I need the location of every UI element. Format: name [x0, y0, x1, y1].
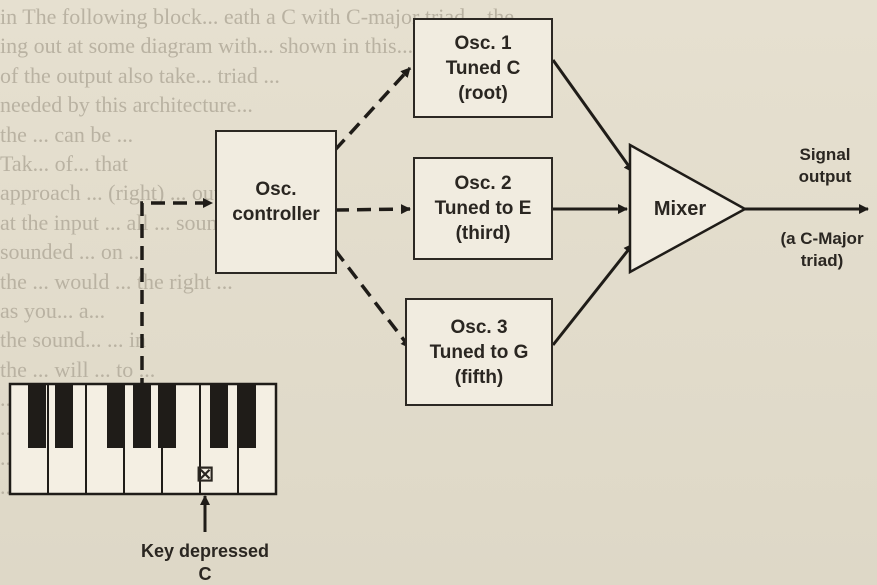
output-line-1: Signal	[778, 144, 872, 166]
output-line-3: (a C-Major	[770, 228, 874, 250]
black-key	[55, 384, 73, 448]
key-label-line-1: Key depressed	[125, 540, 285, 563]
signal-output-label: Signal output	[778, 144, 872, 188]
osc2-box: Osc. 2 Tuned to E (third)	[413, 157, 553, 260]
black-key	[210, 384, 228, 448]
output-line-2: output	[778, 166, 872, 188]
controller-to-osc1-arrow	[335, 68, 410, 150]
controller-to-osc2-arrow	[335, 209, 410, 210]
key-to-controller-arrow	[142, 203, 212, 392]
key-depressed-label: Key depressed C	[125, 540, 285, 585]
depressed-key-marker: ⊠	[194, 462, 216, 488]
osc1-to-mixer-arrow	[553, 60, 633, 172]
osc2-line-3: (third)	[456, 221, 511, 246]
piano-keyboard	[10, 384, 276, 494]
osc1-line-1: Osc. 1	[454, 31, 511, 56]
controller-to-osc3-arrow	[335, 250, 410, 348]
black-key	[28, 384, 46, 448]
osc3-line-1: Osc. 3	[450, 315, 507, 340]
osc2-line-2: Tuned to E	[435, 196, 532, 221]
black-key	[238, 384, 256, 448]
osc2-line-1: Osc. 2	[454, 171, 511, 196]
osc1-box: Osc. 1 Tuned C (root)	[413, 18, 553, 118]
osc1-line-3: (root)	[458, 81, 508, 106]
controller-line-2: controller	[232, 202, 320, 227]
output-line-4: triad)	[770, 250, 874, 272]
black-key	[133, 384, 151, 448]
osc3-line-2: Tuned to G	[430, 340, 529, 365]
controller-line-1: Osc.	[255, 177, 296, 202]
osc3-box: Osc. 3 Tuned to G (fifth)	[405, 298, 553, 406]
black-key	[158, 384, 176, 448]
osc-controller-box: Osc. controller	[215, 130, 337, 274]
black-key	[107, 384, 125, 448]
mixer-label: Mixer	[640, 196, 720, 222]
output-chord-label: (a C-Major triad)	[770, 228, 874, 272]
osc3-line-3: (fifth)	[455, 365, 504, 390]
key-label-line-2: C	[125, 563, 285, 585]
osc3-to-mixer-arrow	[553, 244, 633, 345]
osc1-line-2: Tuned C	[446, 56, 521, 81]
